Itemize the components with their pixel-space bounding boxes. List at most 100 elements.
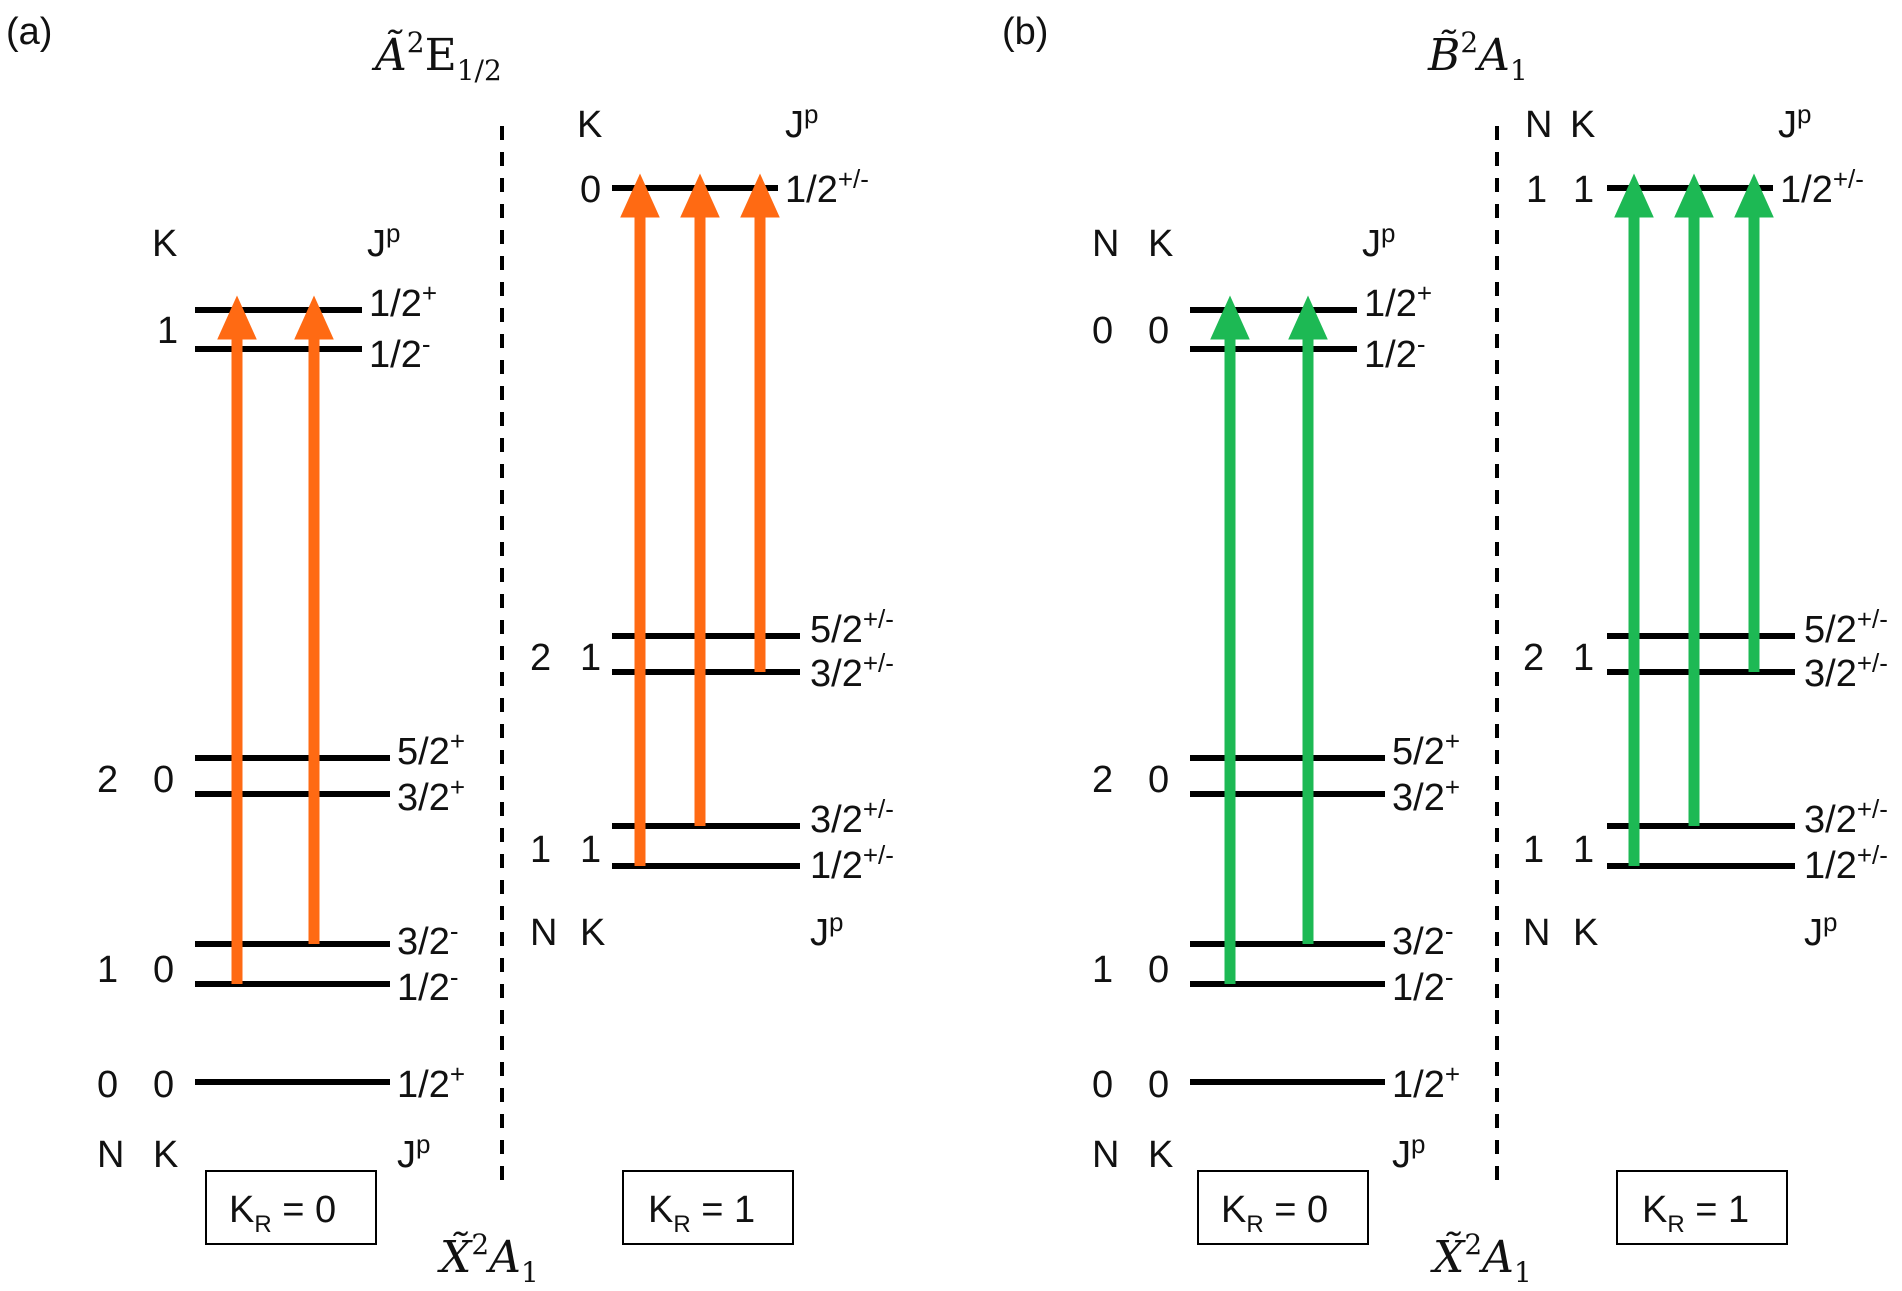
panel-a-kr1-lower-level-3-n: 1 (530, 829, 551, 871)
panel-b-kr0-upper-level-1-n: 0 (1092, 310, 1113, 352)
panel-a-kr1-lower-level-3-k: 1 (580, 829, 601, 871)
panel-b-kr0-lower-level-3-j: 3/2- (1392, 916, 1454, 963)
panel-b-kr1-lower-header-jp: Jp (1804, 907, 1837, 954)
panel-a-kr1-upper-level-1-j: 1/2+/- (785, 164, 869, 211)
panel-a-label: (a) (6, 11, 52, 53)
panel-b-lower-state-multiplicity: 2 (1464, 1228, 1482, 1261)
panel-a-kr0-lower-level-3-j: 3/2- (397, 916, 459, 963)
panel-a-kr0-lower-level-1-j: 5/2+ (397, 726, 465, 773)
svg-text:B̃2A1: B̃2A1 (1427, 26, 1528, 87)
panel-a-kr0-block: K Jp 1 1/2+ 1/2- 2 0 5/2+ 3/2+ 3/2- 1 0 … (97, 218, 465, 1245)
panel-a-kr0-lower-header-k: K (153, 1134, 178, 1176)
svg-text:Ã2E1/2: Ã2E1/2 (371, 26, 502, 87)
panel-a-kr1-upper-header-k: K (577, 104, 602, 146)
panel-a-lower-state-term: A (485, 1232, 521, 1283)
panel-a-kr0-lower-level-5-k: 0 (153, 1064, 174, 1106)
panel-a-kr0-lower-level-1-k: 0 (153, 759, 174, 801)
panel-b-kr1-upper-level-1-j: 1/2+/- (1780, 164, 1864, 211)
panel-b-kr1-lower-level-1-k: 1 (1573, 637, 1594, 679)
panel-a-kr0-upper-level-1-j: 1/2+ (369, 278, 437, 325)
panel-b-kr1-lower-level-3-n: 1 (1523, 829, 1544, 871)
panel-b-kr1-block: N K Jp 1 1 1/2+/- 2 1 5/2+/- 3/2+/- 1 1 … (1523, 99, 1888, 1245)
panel-b-kr1-lower-level-3-k: 1 (1573, 829, 1594, 871)
panel-b-kr0-upper-level-1-j: 1/2+ (1364, 278, 1432, 325)
panel-a-kr1-lower-header-jp: Jp (810, 907, 843, 954)
panel-a-kr0-lower-level-5-n: 0 (97, 1064, 118, 1106)
panel-a-upper-state-multiplicity: 2 (407, 26, 425, 59)
panel-b-kr0-lower-header-k: K (1148, 1134, 1173, 1176)
panel-b-kr1-lower-header-k: K (1573, 912, 1598, 954)
panel-b-kr1-upper-level-1-n: 1 (1526, 169, 1547, 211)
panel-b-upper-state-term: A (1474, 30, 1510, 81)
panel-a-kr1-lower-level-1-j: 5/2+/- (810, 604, 894, 651)
panel-b-kr1-lower-level-2-j: 3/2+/- (1804, 648, 1888, 695)
panel-a-upper-state-term: E (425, 30, 457, 81)
panel-b-kr0-upper-header-k: K (1148, 223, 1173, 265)
panel-b-kr1-upper-header-n: N (1525, 104, 1552, 146)
panel-b-kr0-upper-header-jp: Jp (1362, 218, 1395, 265)
panel-a-kr0-upper-level-1-k: 1 (157, 310, 178, 352)
panel-b-lower-state-term: A (1478, 1232, 1514, 1283)
panel-b-kr0-lower-header-n: N (1092, 1134, 1119, 1176)
panel-a-kr1-lower-level-1-n: 2 (530, 637, 551, 679)
panel-b-kr0-upper-level-2-j: 1/2- (1364, 329, 1426, 376)
panel-a-lower-state-symbol: X̃ (437, 1230, 473, 1283)
panel-b-kr0-lower-level-5-n: 0 (1092, 1064, 1113, 1106)
panel-a-kr0-lower-level-4-j: 1/2- (397, 962, 459, 1009)
panel-a-upper-state-symbol: Ã (371, 28, 407, 81)
panel-a-kr0-lower-header-n: N (97, 1134, 124, 1176)
panel-b-kr0-lower-level-1-j: 5/2+ (1392, 726, 1460, 773)
panel-a-kr1-box-label: KR = 1 (648, 1189, 755, 1238)
panel-b-kr0-lower-level-4-k: 0 (1148, 949, 1169, 991)
panel-b: (b) B̃2A1 X̃2A1 N K Jp 0 0 1/2+ (1002, 11, 1888, 1289)
panel-b-kr0-box-label: KR = 0 (1221, 1189, 1328, 1238)
panel-b-lower-state-symbol: X̃ (1430, 1230, 1466, 1283)
panel-b-kr0-lower-level-2-j: 3/2+ (1392, 772, 1460, 819)
panel-b-kr1-lower-header-n: N (1523, 912, 1550, 954)
panel-a-kr1-lower-level-1-k: 1 (580, 637, 601, 679)
panel-b-kr1-upper-level-1-k: 1 (1573, 169, 1594, 211)
panel-b-kr1-box-label: KR = 1 (1642, 1189, 1749, 1238)
panel-a-lower-state-title: X̃2A1 (437, 1228, 539, 1289)
panel-b-kr0-lower-level-1-n: 2 (1092, 759, 1113, 801)
panel-a-kr1-lower-level-4-j: 1/2+/- (810, 840, 894, 887)
panel-a-upper-state-subscript: 1/2 (457, 54, 502, 87)
panel-a-kr0-lower-level-4-k: 0 (153, 949, 174, 991)
panel-a-kr1-lower-level-3-j: 3/2+/- (810, 794, 894, 841)
panel-a: (a) Ã2E1/2 X̃2A1 K Jp 1 1/2+ 1/2- (6, 11, 894, 1289)
panel-a-lower-state-subscript: 1 (521, 1256, 539, 1289)
panel-b-kr0-lower-level-5-j: 1/2+ (1392, 1059, 1460, 1106)
panel-a-kr0-lower-level-2-j: 3/2+ (397, 772, 465, 819)
panel-b-kr0-upper-level-1-k: 0 (1148, 310, 1169, 352)
panel-b-lower-state-title: X̃2A1 (1430, 1228, 1532, 1289)
panel-a-lower-state-multiplicity: 2 (471, 1228, 489, 1261)
panel-a-kr1-block: K Jp 0 1/2+/- 2 1 5/2+/- 3/2+/- 1 1 3/2+… (530, 99, 894, 1245)
panel-a-kr1-lower-header-n: N (530, 912, 557, 954)
panel-a-kr0-lower-level-4-n: 1 (97, 949, 118, 991)
panel-b-kr1-upper-header-jp: Jp (1778, 99, 1811, 146)
panel-b-kr0-lower-level-4-n: 1 (1092, 949, 1113, 991)
panel-a-kr1-upper-level-1-k: 0 (580, 169, 601, 211)
panel-b-upper-state-symbol: B̃ (1427, 28, 1460, 81)
panel-b-kr0-lower-level-4-j: 1/2- (1392, 962, 1454, 1009)
panel-a-kr0-upper-level-2-j: 1/2- (369, 329, 431, 376)
panel-b-label: (b) (1002, 11, 1048, 53)
panel-a-kr0-lower-level-5-j: 1/2+ (397, 1059, 465, 1106)
panel-b-upper-state-multiplicity: 2 (1460, 26, 1478, 59)
panel-b-kr1-upper-header-k: K (1570, 104, 1595, 146)
panel-a-kr1-box (622, 1170, 794, 1245)
panel-a-kr0-box (205, 1170, 377, 1245)
panel-a-kr1-lower-level-2-j: 3/2+/- (810, 648, 894, 695)
panel-b-kr0-lower-level-5-k: 0 (1148, 1064, 1169, 1106)
panel-a-upper-state-title: Ã2E1/2 (371, 26, 502, 87)
panel-b-kr1-box (1616, 1170, 1788, 1245)
panel-a-kr0-lower-header-jp: Jp (397, 1129, 430, 1176)
panel-a-kr1-lower-header-k: K (580, 912, 605, 954)
panel-b-kr1-lower-level-1-j: 5/2+/- (1804, 604, 1888, 651)
svg-text:X̃2A1: X̃2A1 (1430, 1228, 1532, 1289)
panel-b-kr0-lower-level-1-k: 0 (1148, 759, 1169, 801)
panel-b-kr0-lower-header-jp: Jp (1392, 1129, 1425, 1176)
panel-a-kr0-lower-level-1-n: 2 (97, 759, 118, 801)
panel-b-kr0-box (1197, 1170, 1369, 1245)
